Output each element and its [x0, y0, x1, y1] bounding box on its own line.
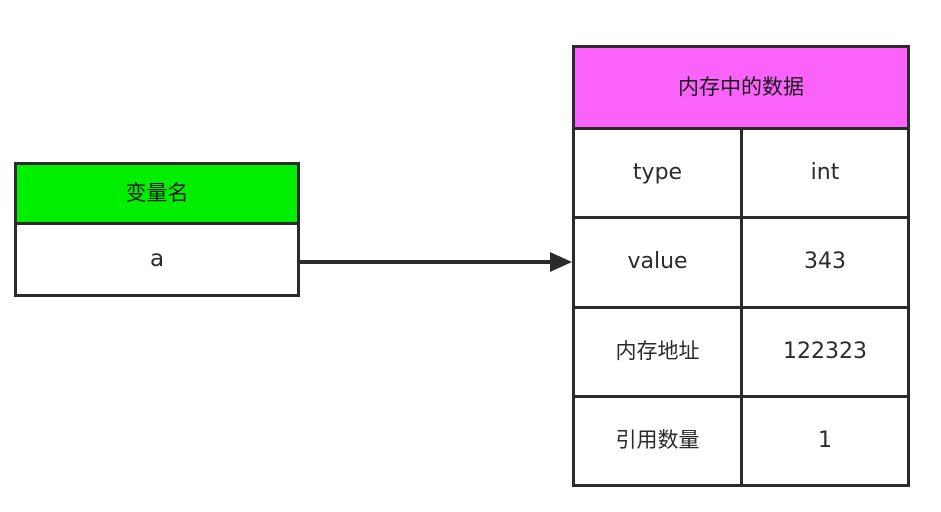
table-cell-key: value [575, 219, 743, 306]
table-cell-value: int [810, 160, 840, 186]
variable-box-header: 变量名 [17, 165, 297, 225]
variable-box: 变量名 a [14, 162, 300, 297]
table-cell-value: 122323 [783, 338, 867, 364]
table-cell-key: type [575, 130, 743, 217]
table-cell-value: 1 [818, 427, 832, 453]
table-row: 内存地址 122323 [575, 308, 907, 398]
table-row: value 343 [575, 219, 907, 309]
memory-table-body: type int value 343 内存地址 122323 引用数量 1 [575, 130, 907, 484]
arrow-head-icon [550, 252, 572, 272]
memory-table-header: 内存中的数据 [575, 48, 907, 130]
table-row: type int [575, 130, 907, 220]
table-cell-value: 343 [804, 249, 846, 275]
memory-table: 内存中的数据 type int value 343 内存地址 122323 引用… [572, 45, 910, 487]
table-row: 引用数量 1 [575, 397, 907, 484]
variable-box-value: a [149, 246, 165, 272]
table-cell-key: 内存地址 [575, 308, 743, 395]
table-cell-key: 引用数量 [575, 397, 743, 484]
